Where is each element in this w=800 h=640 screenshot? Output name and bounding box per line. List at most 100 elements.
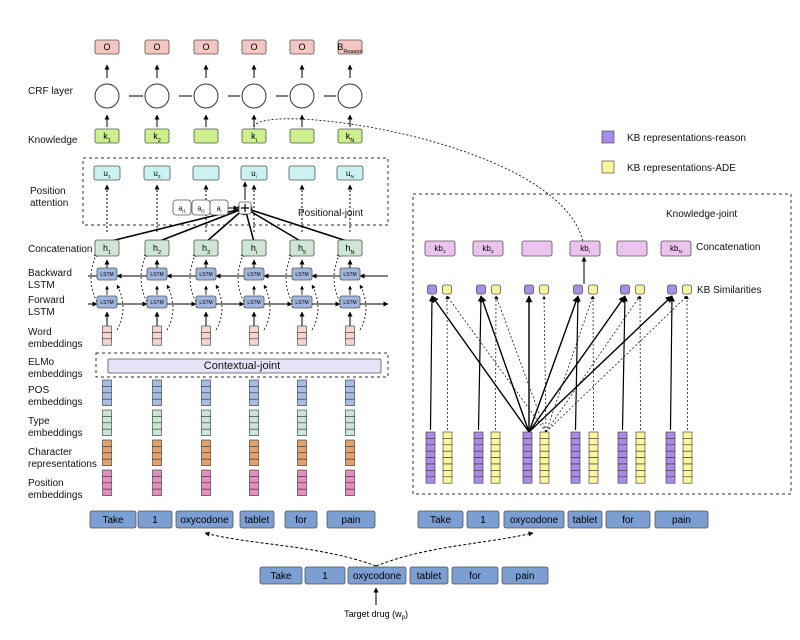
link-line <box>621 295 628 431</box>
crf-output-label-3: O <box>250 42 257 52</box>
kb-label-0-sub: 1 <box>443 249 446 255</box>
position-label-1: u2 <box>153 169 160 180</box>
pos-embedding-cell <box>102 392 112 400</box>
character-embedding-cell <box>297 446 307 454</box>
right-token-text: pain <box>672 515 691 526</box>
position-embedding-cell <box>152 482 162 490</box>
crf-output-node <box>289 39 315 55</box>
pos-embedding-cell <box>249 379 259 387</box>
type-embedding-cell <box>152 422 162 430</box>
type-embedding-cell <box>345 422 355 430</box>
kb-reason-cell <box>425 463 436 471</box>
kb-ade-cell <box>682 450 693 458</box>
kb-sim-ade <box>635 284 645 295</box>
link-line <box>428 295 435 431</box>
backward-lstm-text: LSTM <box>150 272 163 278</box>
link-line <box>431 295 530 433</box>
kb-ade-cell <box>539 431 550 439</box>
forward-lstm-text: LSTM <box>199 300 212 306</box>
kb-ade-cell <box>490 444 501 452</box>
knowledge-label-5: kN <box>346 131 355 144</box>
pos-embedding-cell <box>152 379 162 387</box>
target-token-text: for <box>469 571 481 582</box>
knowledge-label-1-main: k <box>153 131 158 141</box>
crf-output-label-4-main: O <box>298 42 305 52</box>
kb-reason-cell <box>570 463 581 471</box>
label-position-attention-2: attention <box>30 198 68 209</box>
pos-embedding-cell <box>249 386 259 394</box>
type-embedding-cell <box>297 428 307 436</box>
pos-embedding-cell <box>297 379 307 387</box>
knowledge-label-0: k1 <box>103 131 111 144</box>
backward-lstm-node <box>146 267 168 281</box>
kb-reason-cell <box>473 450 484 458</box>
hidden-label-4-sub: 5 <box>303 250 306 256</box>
kb-ade-cell <box>539 438 550 446</box>
type-embedding-cell <box>297 422 307 430</box>
crf-node <box>144 83 170 109</box>
character-embedding-cell <box>249 452 259 460</box>
pos-embedding-cell <box>102 398 112 406</box>
character-embedding-cell <box>102 452 112 460</box>
crf-output-label-2: O <box>202 42 209 52</box>
kb-reason-cell <box>522 450 533 458</box>
kb-ade-cell <box>682 470 693 478</box>
hidden-label-5: hN <box>345 243 354 256</box>
kb-ade-cell <box>442 450 453 458</box>
type-embedding-cell <box>249 422 259 430</box>
kb-ade-cell <box>682 476 693 484</box>
hidden-label-0: h1 <box>103 243 111 256</box>
backward-lstm-node <box>291 267 313 281</box>
kb-reason-cell <box>665 457 676 465</box>
kb-reason-cell <box>665 450 676 458</box>
knowledge-joint-box <box>412 193 792 495</box>
label-pos-embeddings-2: embeddings <box>28 397 82 408</box>
target-token-box <box>409 566 449 585</box>
legend-ade-swatch <box>601 160 615 174</box>
kb-ade-cell <box>490 476 501 484</box>
kb-reason-cell <box>522 463 533 471</box>
position-embedding-cell <box>345 482 355 490</box>
right-token-text: tablet <box>573 515 598 526</box>
target-token-box <box>451 566 499 585</box>
kb-ade-cell <box>442 438 453 446</box>
left-token-box <box>137 510 173 529</box>
position-embedding-cell <box>152 488 162 496</box>
type-embedding-cell <box>249 416 259 424</box>
crf-output-label-3-main: O <box>250 42 257 52</box>
kb-reason-cell <box>473 431 484 439</box>
attention-weight-label-0-main: a <box>178 205 182 212</box>
pos-embedding-cell <box>249 398 259 406</box>
kb-label-5-main: kb <box>670 244 679 253</box>
position-node <box>143 165 171 181</box>
kb-label-5-sub: N <box>678 249 682 255</box>
pos-embedding-cell <box>201 392 211 400</box>
word-embedding-cell <box>297 325 307 333</box>
crf-output-label-0-main: O <box>103 42 110 52</box>
type-embedding-cell <box>297 416 307 424</box>
link-path <box>311 284 319 331</box>
kb-ade-cell <box>588 476 599 484</box>
type-embedding-cell <box>345 416 355 424</box>
kb-sim-reason <box>427 284 437 295</box>
hidden-label-0-main: h <box>103 243 108 253</box>
pos-embedding-cell <box>345 392 355 400</box>
kb-reason-cell <box>570 476 581 484</box>
link-path <box>253 118 584 243</box>
kb-ade-cell <box>490 463 501 471</box>
link-line <box>244 207 303 243</box>
elmo-embedding-bar <box>107 358 382 374</box>
target-drug-main: Target drug (w <box>344 609 402 619</box>
word-embedding-cell <box>201 325 211 333</box>
pos-embedding-cell <box>249 392 259 400</box>
position-embedding-cell <box>201 482 211 490</box>
hidden-label-1-main: h <box>153 243 158 253</box>
pos-embedding-cell <box>102 386 112 394</box>
kb-ade-cell <box>539 444 550 452</box>
kb-reason-cell <box>425 438 436 446</box>
label-pos-embeddings-1: POS <box>28 385 49 396</box>
right-token-box <box>466 510 500 529</box>
position-embedding-cell <box>152 469 162 477</box>
position-label-3-main: u <box>251 169 255 178</box>
pos-embedding-cell <box>345 379 355 387</box>
